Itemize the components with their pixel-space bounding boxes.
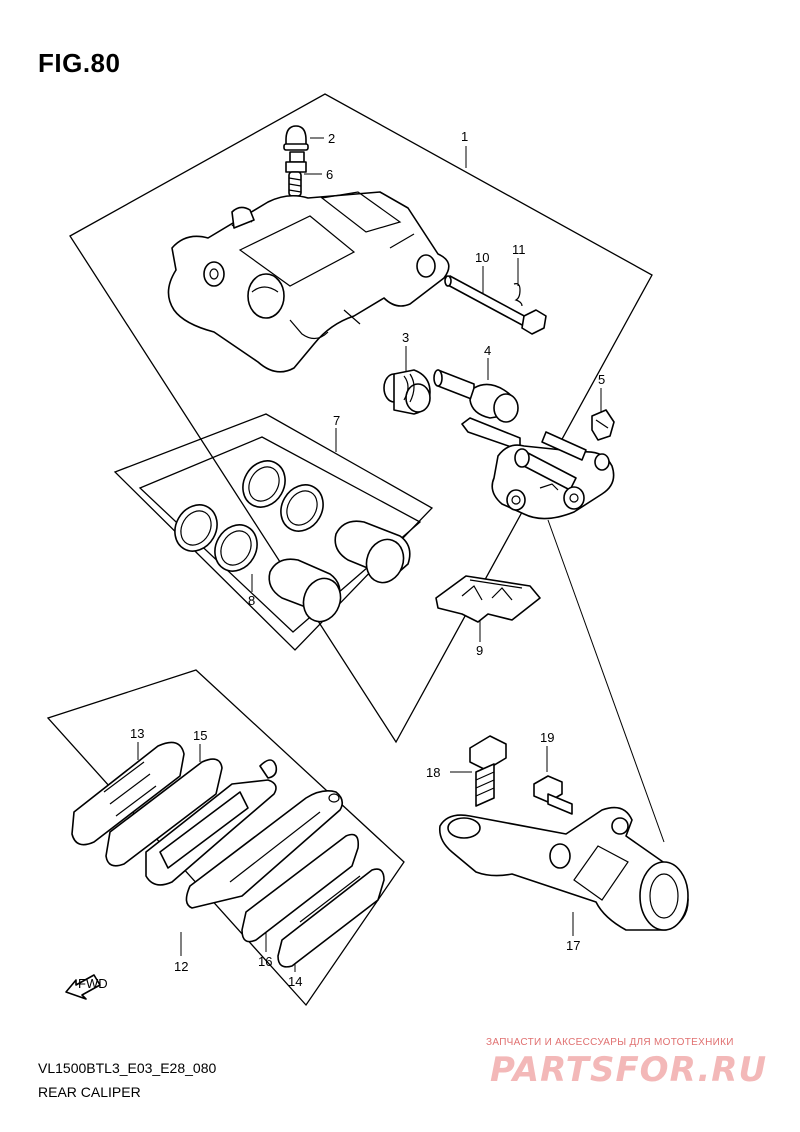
brake-pad-15 [105, 758, 223, 867]
fwd-label: FWD [78, 976, 108, 991]
caliper-bracket [461, 417, 615, 520]
bleeder-valve [285, 151, 307, 197]
diagram-code: VL1500BTL3_E03_E28_080 [38, 1060, 217, 1076]
caliper-body [167, 191, 450, 373]
sleeve-boot [433, 369, 519, 423]
callout-2: 2 [328, 131, 335, 146]
pistons [268, 520, 411, 623]
diagram-name: REAR CALIPER [38, 1084, 141, 1100]
watermark-text: ЗАПЧАСТИ И АКСЕССУАРЫ ДЛЯ МОТОТЕХНИКИ [486, 1037, 734, 1048]
pad-shim-16 [185, 790, 344, 909]
callout-numbers: 1 2 3 4 5 6 7 8 9 10 11 12 13 14 15 16 1… [130, 129, 605, 989]
callout-17: 17 [566, 938, 580, 953]
pin-clip [513, 283, 523, 307]
pad-shim-13 [71, 741, 185, 846]
bracket-bolt [469, 735, 507, 807]
caliper-holder [438, 806, 689, 931]
brake-pad-14 [241, 833, 385, 968]
pad-pin [444, 275, 547, 335]
callout-11: 11 [512, 242, 526, 257]
callout-3: 3 [402, 330, 409, 345]
seal-boot [383, 369, 431, 415]
callout-15: 15 [193, 728, 207, 743]
seal-kit-frame [113, 413, 434, 651]
brake-pad-backing [145, 759, 278, 886]
callout-18: 18 [426, 765, 440, 780]
piston-seals [174, 460, 324, 572]
bracket-stud [533, 775, 573, 815]
callout-1: 1 [461, 129, 468, 144]
callout-13: 13 [130, 726, 144, 741]
callout-9: 9 [476, 643, 483, 658]
spring-clip [591, 409, 615, 441]
callout-5: 5 [598, 372, 605, 387]
callout-14: 14 [288, 974, 302, 989]
callout-19: 19 [540, 730, 554, 745]
callout-7: 7 [333, 413, 340, 428]
figure-title: FIG.80 [38, 48, 121, 78]
watermark-logo: PARTSFOR.RU [490, 1050, 768, 1090]
pad-spring [435, 575, 541, 623]
pad-set-frame [46, 669, 405, 1007]
callout-6: 6 [326, 167, 333, 182]
callout-8: 8 [248, 593, 255, 608]
callout-16: 16 [258, 954, 272, 969]
callout-4: 4 [484, 343, 491, 358]
bleeder-cap [283, 125, 309, 151]
callout-10: 10 [475, 250, 489, 265]
piston-seal-frame [138, 436, 422, 633]
leader-lines [137, 137, 665, 972]
fwd-arrow: FWD [65, 974, 108, 1000]
callout-12: 12 [174, 959, 188, 974]
caliper-assembly-frame [69, 93, 653, 744]
